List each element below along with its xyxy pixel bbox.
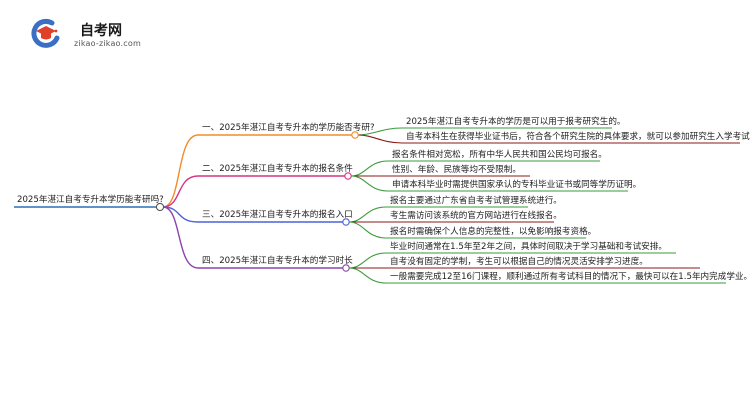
- leaf-connector: [350, 160, 389, 177]
- branch-node: [344, 172, 352, 180]
- branch-title: 四、2025年湛江自考专升本的学习时长: [202, 256, 353, 266]
- branch-connector: [162, 134, 199, 208]
- logo-url: zikao-zikao.com: [74, 39, 141, 48]
- leaf-connector: [357, 134, 403, 144]
- site-logo[interactable]: 自考网 zikao-zikao.com: [30, 18, 150, 50]
- leaf-text: 性别、年龄、民族等均不受限制。: [392, 164, 521, 175]
- branch-title: 二、2025年湛江自考专升本的报名条件: [202, 164, 353, 174]
- leaf-connector: [348, 252, 387, 269]
- leaf-connector: [348, 267, 387, 284]
- branch-node: [351, 131, 359, 139]
- leaf-connector: [348, 206, 387, 223]
- leaf-text: 自考没有固定的学制，考生可以根据自己的情况灵活安排学习进度。: [390, 256, 648, 267]
- leaf-connector: [350, 175, 389, 192]
- branch-title: 一、2025年湛江自考专升本的学历能否考研?: [202, 123, 375, 133]
- branch-node: [342, 264, 350, 272]
- leaf-text: 2025年湛江自考专升本的学历是可以用于报考研究生的。: [406, 116, 626, 127]
- leaf-text: 报名主要通过广东省自考考试管理系统进行。: [390, 195, 562, 206]
- leaf-text: 申请本科毕业时需提供国家承认的专科毕业证书或同等学历证明。: [392, 179, 642, 190]
- logo-title: 自考网: [80, 23, 122, 39]
- leaf-text: 报名条件相对宽松，所有中华人民共和国公民均可报名。: [392, 149, 607, 160]
- leaf-text: 自考本科生在获得毕业证书后，符合各个研究生院的具体要求，就可以参加研究生入学考试…: [406, 131, 750, 142]
- root-node: [155, 202, 165, 212]
- leaf-text: 考生需访问该系统的官方网站进行在线报名。: [390, 210, 562, 221]
- leaf-text: 毕业时间通常在1.5年至2年之间，具体时间取决于学习基础和考试安排。: [390, 241, 667, 252]
- branch-connector: [162, 206, 199, 269]
- leaf-text: 报名时需确保个人信息的完整性，以免影响报考资格。: [390, 226, 597, 237]
- branch-node: [342, 218, 350, 226]
- mindmap-root: 2025年湛江自考专升本学历能考研吗?: [17, 195, 164, 205]
- leaf-connector: [348, 221, 387, 239]
- leaf-text: 一般需要完成12至16门课程，顺利通过所有考试科目的情况下，最快可以在1.5年内…: [390, 271, 750, 282]
- logo-mark-icon: [31, 18, 60, 48]
- branch-title: 三、2025年湛江自考专升本的报名入口: [202, 210, 353, 220]
- branch-connector: [162, 175, 199, 208]
